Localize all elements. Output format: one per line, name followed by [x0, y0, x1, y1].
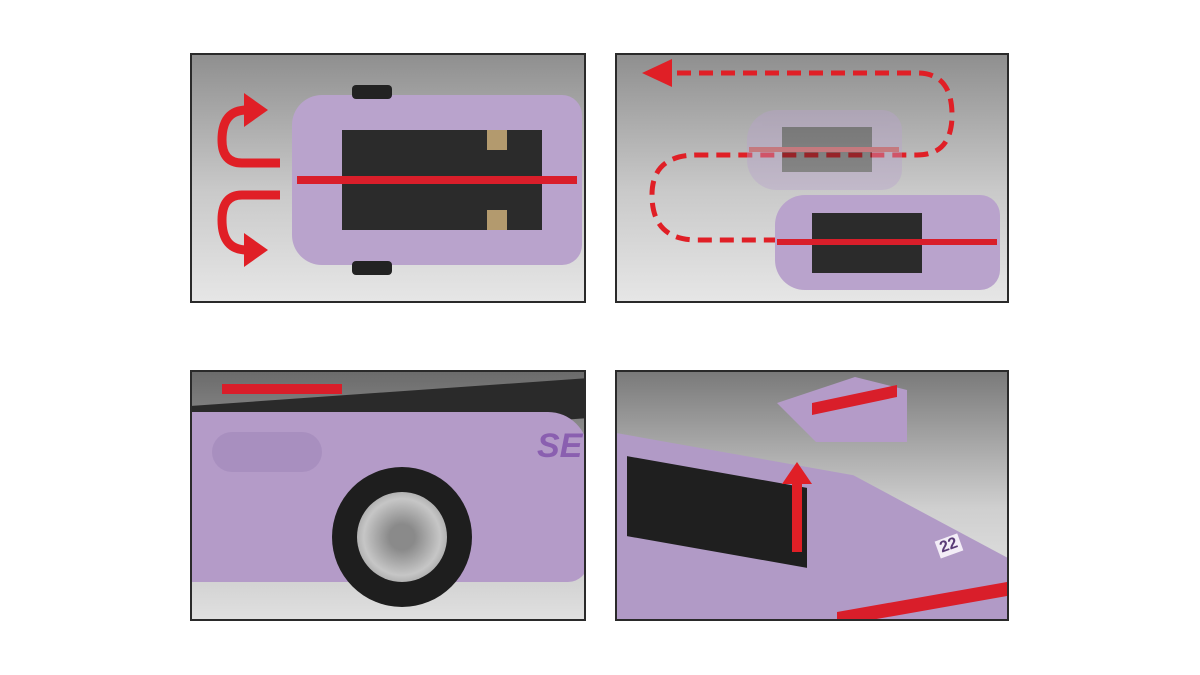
- dashed-path-arrow-icon: [642, 59, 955, 243]
- panel-drive-path: [615, 53, 1009, 303]
- rotate-arrows-icon: [217, 93, 280, 267]
- panel-rotate-view: [190, 53, 586, 303]
- brand-text: SE: [537, 427, 583, 465]
- panel-wheel-closeup: SE: [190, 370, 586, 621]
- up-arrow-icon: [782, 462, 812, 552]
- wheel-rim-icon: [357, 492, 447, 582]
- panel-rear-wing: 22: [615, 370, 1009, 621]
